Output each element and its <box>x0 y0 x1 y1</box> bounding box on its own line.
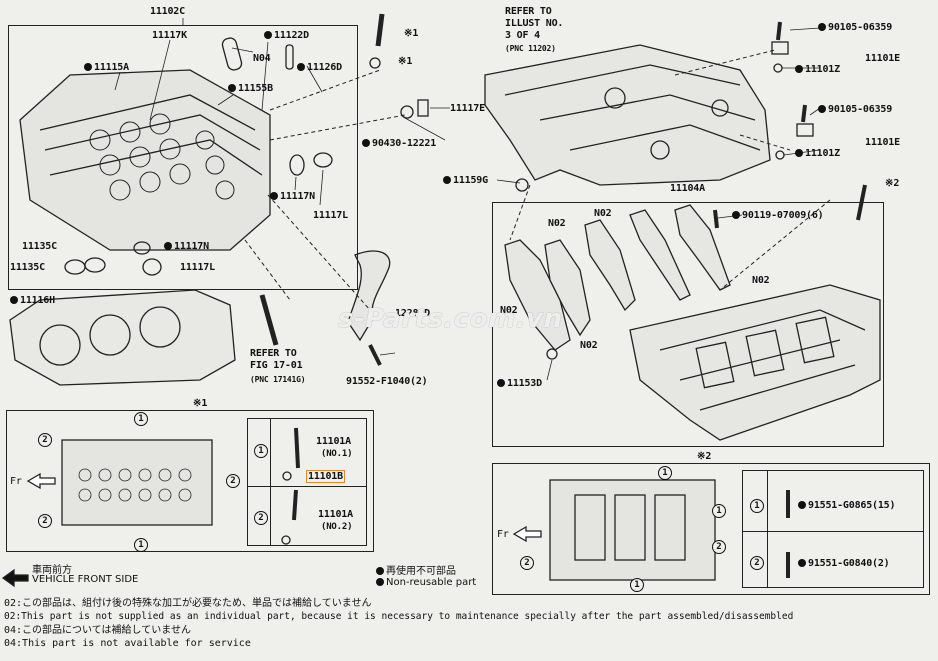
detail-box-2 <box>492 463 930 595</box>
part-label-11101Z-lower[interactable]: 11101Z <box>795 148 840 159</box>
front-indicator-box1: Fr <box>10 476 22 487</box>
part-label-91552-F1040[interactable]: 91552-F1040(2) <box>346 376 428 387</box>
table1-divider-v <box>270 418 271 546</box>
table1-row2-number: 2 <box>254 511 268 525</box>
part-label-11101A-no1-note: (NO.1) <box>321 449 353 459</box>
camshaft-housing-group-frame <box>492 202 884 447</box>
detail-box-1 <box>6 410 374 552</box>
part-label-11102C[interactable]: 11102C <box>150 6 185 17</box>
refer-illust-line1: REFER TO <box>505 6 552 17</box>
ref-mark-1-washer: ※1 <box>398 56 413 67</box>
watermark-logo: s-Parts.com.vn <box>338 304 563 334</box>
part-label-11101A-no2-note: (NO.2) <box>321 522 353 532</box>
part-label-11159G[interactable]: 11159G <box>443 175 488 186</box>
part-label-11115A[interactable]: 11115A <box>84 62 129 73</box>
legend-nonreusable-en: Non-reusable part <box>376 577 476 588</box>
part-label-91551-G0840[interactable]: 91551-G0840(2) <box>798 558 890 569</box>
part-label-11117N-lower[interactable]: 11117N <box>164 241 209 252</box>
ref-mark-2-bolt: ※2 <box>885 178 900 189</box>
table2-row2-number: 2 <box>750 556 764 570</box>
callout-1-box2-right: 1 <box>712 504 726 518</box>
part-label-N02-a[interactable]: N02 <box>594 208 612 219</box>
refer-illust-link[interactable]: ILLUST NO. <box>505 18 564 29</box>
part-label-11117L-lower[interactable]: 11117L <box>180 262 215 273</box>
part-label-11153D[interactable]: 11153D <box>497 378 542 389</box>
table2-divider-h <box>742 531 924 532</box>
part-label-11101A-no2[interactable]: 11101A <box>318 509 353 520</box>
legend-nonreusable-jp: 再使用不可部品 <box>376 562 456 577</box>
part-label-90105-06359-lower[interactable]: 90105-06359 <box>818 104 892 115</box>
callout-2-box2-right: 2 <box>712 540 726 554</box>
part-label-11155B[interactable]: 11155B <box>228 83 273 94</box>
callout-1-box2-top: 1 <box>658 466 672 480</box>
part-label-11126D[interactable]: 11126D <box>297 62 342 73</box>
callout-1-top: 1 <box>134 412 148 426</box>
part-label-11135C-b[interactable]: 11135C <box>10 262 45 273</box>
part-label-N02-b[interactable]: N02 <box>548 218 566 229</box>
part-label-11117K[interactable]: 11117K <box>152 30 187 41</box>
detail-box-1-table <box>247 418 367 546</box>
note-04-jp: 04:この部品については補給していません <box>4 625 191 636</box>
part-label-11117L-upper[interactable]: 11117L <box>313 210 348 221</box>
table1-divider-h <box>247 486 367 487</box>
part-label-11101Z-upper[interactable]: 11101Z <box>795 64 840 75</box>
part-label-90430-12221[interactable]: 90430-12221 <box>362 138 436 149</box>
box1-ref-mark: ※1 <box>193 398 208 409</box>
refer-fig-link[interactable]: FIG 17-01 <box>250 360 303 371</box>
part-label-11117N-upper[interactable]: 11117N <box>270 191 315 202</box>
callout-1-box2-bottom: 1 <box>630 578 644 592</box>
note-04-en: 04:This part is not available for servic… <box>4 638 251 649</box>
callout-2-box2-left: 2 <box>520 556 534 570</box>
front-indicator-box2: Fr <box>497 529 509 540</box>
note-02-jp: 02:この部品は、組付け後の特殊な加工が必要なため、単品では補給していません <box>4 598 372 609</box>
callout-1-bottom: 1 <box>134 538 148 552</box>
part-label-12282D[interactable]: 12282D <box>395 308 430 319</box>
callout-2-right: 2 <box>226 474 240 488</box>
part-label-91551-G0865[interactable]: 91551-G0865(15) <box>798 500 896 511</box>
refer-fig-pnc: (PNC 17141G) <box>250 375 306 384</box>
part-label-11122D[interactable]: 11122D <box>264 30 309 41</box>
part-label-90105-06359-upper[interactable]: 90105-06359 <box>818 22 892 33</box>
refer-illust-line3: 3 OF 4 <box>505 30 540 41</box>
table2-row1-number: 1 <box>750 499 764 513</box>
refer-illust-pnc: (PNC 11202) <box>505 44 556 53</box>
part-label-11101B[interactable]: 11101B <box>306 470 345 483</box>
table2-divider-v <box>767 470 768 588</box>
part-label-N02-d[interactable]: N02 <box>500 305 518 316</box>
cylinder-head-group-frame <box>8 25 358 290</box>
part-label-N02-c[interactable]: N02 <box>752 275 770 286</box>
part-label-11117E[interactable]: 11117E <box>450 103 485 114</box>
part-label-N04[interactable]: N04 <box>253 53 271 64</box>
table1-row1-number: 1 <box>254 444 268 458</box>
refer-fig-line1: REFER TO <box>250 348 297 359</box>
callout-2-lower-left: 2 <box>38 514 52 528</box>
part-label-11104A[interactable]: 11104A <box>670 183 705 194</box>
part-label-11135C-a[interactable]: 11135C <box>22 241 57 252</box>
note-02-en: 02:This part is not supplied as an indiv… <box>4 611 794 622</box>
part-label-90119-07009[interactable]: 90119-07009(6) <box>732 210 824 221</box>
ref-mark-1-bolt: ※1 <box>404 28 419 39</box>
detail-box-2-table <box>742 470 924 588</box>
legend-front-jp: 車両前方 <box>32 565 72 576</box>
box2-ref-mark: ※2 <box>697 451 712 462</box>
part-label-11101E-upper[interactable]: 11101E <box>865 53 900 64</box>
part-label-11101B-highlight: 11101B <box>306 470 345 483</box>
part-label-N02-e[interactable]: N02 <box>580 340 598 351</box>
part-label-11101E-lower[interactable]: 11101E <box>865 137 900 148</box>
callout-2-upper-left: 2 <box>38 433 52 447</box>
part-label-11101A-no1[interactable]: 11101A <box>316 436 351 447</box>
legend-front-en: VEHICLE FRONT SIDE <box>32 574 139 585</box>
part-label-11116H[interactable]: 11116H <box>10 295 55 306</box>
